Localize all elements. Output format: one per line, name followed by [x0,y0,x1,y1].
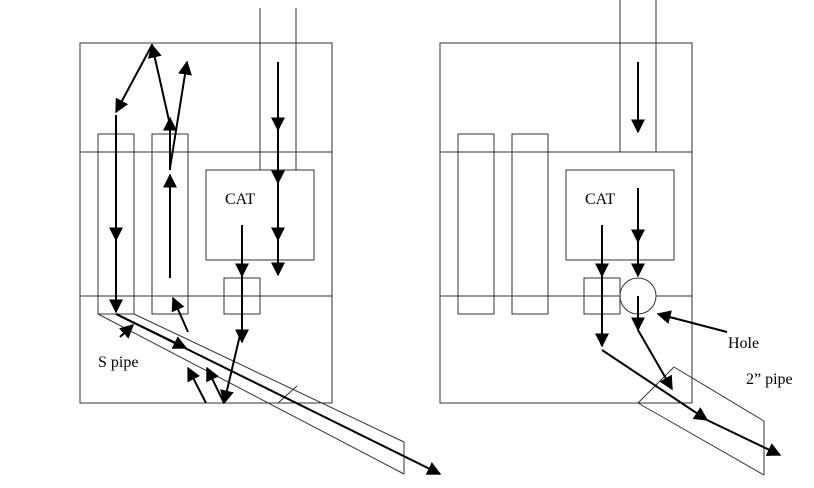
cat-box [565,169,675,261]
s-pipe-pointer [118,324,135,339]
hole-label: Hole [728,335,759,352]
cat-label: CAT [585,191,615,208]
tube-2 [511,133,549,315]
pipe-label: 2” pipe [746,371,793,388]
tube-1 [457,133,495,315]
cat-label: CAT [225,191,255,208]
outer-housing [439,42,693,404]
flow-arrows [109,43,442,475]
s-pipe-label: S pipe [98,354,138,371]
hole-pointer [656,310,728,333]
left-diagram: CAT S pipe [79,8,442,475]
s-pipe [97,313,405,475]
right-diagram: CAT Hole 2” pipe [439,0,793,476]
flow-arrows [595,62,782,456]
cat-box [205,169,315,261]
